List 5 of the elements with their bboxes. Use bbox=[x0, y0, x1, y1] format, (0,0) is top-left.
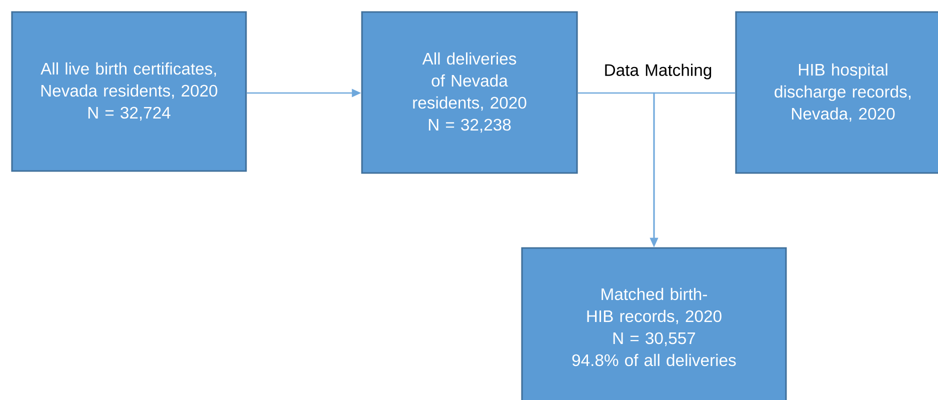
process-box: All deliveries of Nevada residents, 2020 N = 32,238 bbox=[361, 11, 578, 174]
process-box: All live birth certificates, Nevada residents, 2020 N = 32,724 bbox=[11, 11, 247, 172]
process-box: HIB hospital discharge records, Nevada, 2020 bbox=[735, 11, 938, 174]
annotation-text: Data Matching bbox=[605, 64, 712, 80]
process-box: Matched birth-HIB records, 2020 N = 30,557 94.8% of all deliveries bbox=[521, 247, 787, 400]
